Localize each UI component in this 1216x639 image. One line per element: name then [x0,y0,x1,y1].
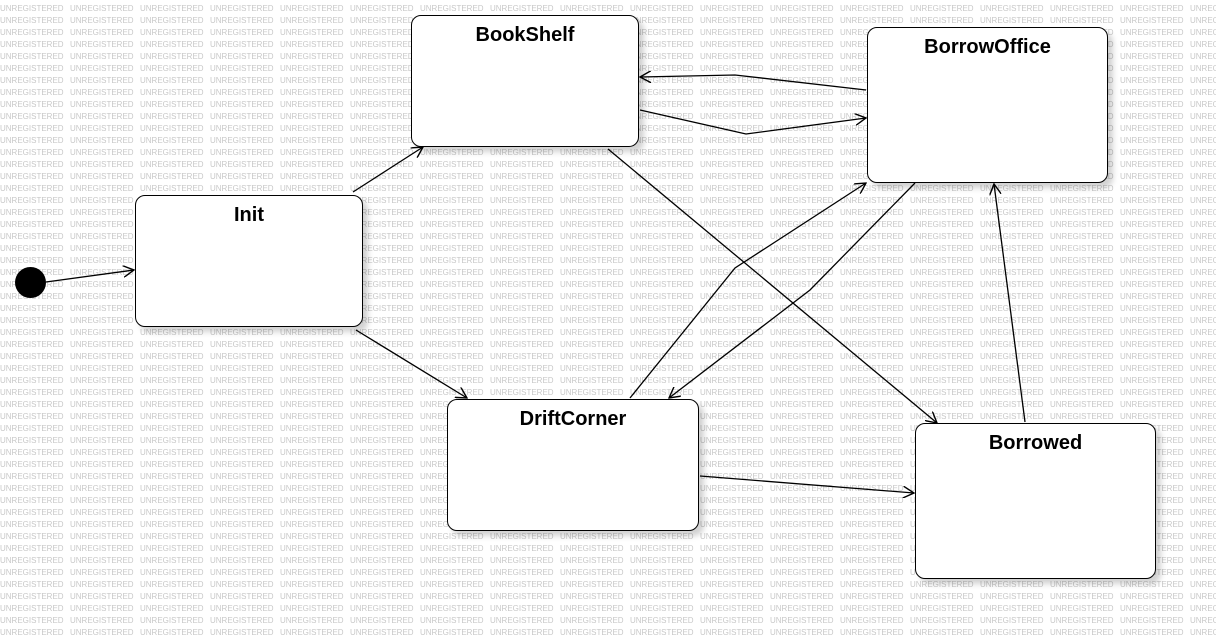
state-name-bookshelf: BookShelf [475,24,575,46]
transition-driftcorner-to-borrowoffice[interactable] [629,183,866,399]
state-driftcorner[interactable]: DriftCorner [447,399,699,531]
state-name-init: Init [234,204,264,226]
initial-state-node[interactable] [15,267,46,298]
transition-bookshelf-to-borrowoffice[interactable] [639,109,866,135]
transition-driftcorner-to-borrowed[interactable] [699,475,914,493]
transition-borrowed-to-borrowoffice[interactable] [994,184,1026,423]
state-init[interactable]: Init [135,195,363,327]
transition-bookshelf-to-borrowed[interactable] [607,148,937,423]
state-name-driftcorner: DriftCorner [519,408,627,430]
transition-borrowoffice-to-bookshelf[interactable] [640,75,867,91]
state-name-borrowed: Borrowed [988,432,1083,454]
transition-initial-to-init[interactable] [45,270,134,283]
state-name-borrowoffice: BorrowOffice [924,36,1051,58]
transition-init-to-bookshelf[interactable] [352,147,423,193]
state-borrowoffice[interactable]: BorrowOffice [867,27,1108,183]
transition-borrowoffice-to-driftcorner[interactable] [669,182,916,398]
state-borrowed[interactable]: Borrowed [915,423,1156,579]
transition-init-to-driftcorner[interactable] [355,329,467,398]
state-bookshelf[interactable]: BookShelf [411,15,639,147]
